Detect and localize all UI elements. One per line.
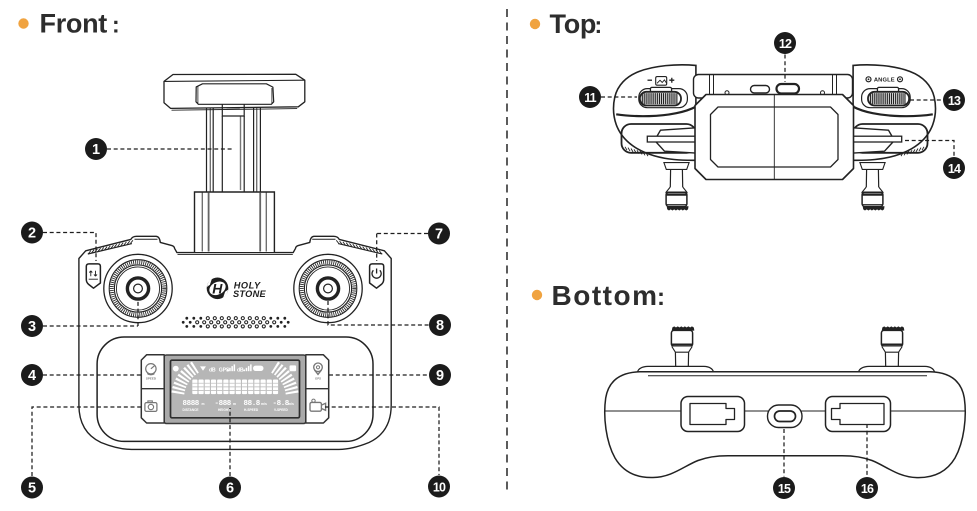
svg-text:H-SPEED: H-SPEED: [244, 408, 259, 412]
svg-text:m: m: [202, 402, 205, 406]
svg-text:88.8: 88.8: [244, 400, 261, 408]
svg-text:10: 10: [433, 480, 446, 494]
svg-text:m: m: [233, 402, 236, 406]
svg-text:m/s: m/s: [288, 402, 294, 406]
svg-text:DISTANCE: DISTANCE: [183, 408, 199, 412]
svg-text:7: 7: [435, 227, 443, 243]
svg-text:GPS: GPS: [219, 367, 230, 373]
svg-text:GPS: GPS: [315, 377, 321, 381]
svg-text:HEIGHT: HEIGHT: [218, 408, 230, 412]
svg-text:3: 3: [28, 319, 36, 335]
svg-text:Bottom: Bottom: [552, 280, 659, 311]
svg-text:H: H: [212, 281, 223, 297]
svg-text:dB: dB: [209, 367, 216, 373]
svg-text:V-SPEED: V-SPEED: [274, 408, 289, 412]
svg-text:8: 8: [436, 318, 444, 334]
svg-text::: :: [657, 284, 665, 311]
svg-text:1: 1: [92, 142, 100, 158]
svg-text:15: 15: [778, 482, 791, 496]
svg-text:-888: -888: [215, 400, 232, 408]
svg-text:13: 13: [948, 94, 961, 108]
svg-text:m/s: m/s: [261, 402, 267, 406]
svg-text:4: 4: [28, 368, 36, 384]
svg-text:SPEED: SPEED: [146, 377, 157, 381]
svg-text:11: 11: [584, 91, 596, 105]
svg-text:6: 6: [226, 481, 234, 497]
svg-text:dB: dB: [237, 367, 244, 373]
svg-text:12: 12: [779, 37, 792, 51]
svg-text::: :: [112, 12, 120, 38]
svg-text:9: 9: [436, 368, 444, 384]
svg-text:HOLY: HOLY: [234, 281, 261, 291]
svg-text:14: 14: [948, 162, 961, 176]
svg-text:Top: Top: [550, 9, 597, 39]
svg-text:-8.8: -8.8: [273, 400, 290, 408]
svg-text:Front: Front: [40, 9, 108, 39]
svg-text:16: 16: [861, 482, 874, 496]
svg-text:2: 2: [28, 226, 36, 242]
svg-text:STONE: STONE: [233, 289, 267, 299]
svg-text:ANGLE: ANGLE: [874, 78, 895, 84]
svg-text:8888: 8888: [183, 400, 200, 408]
svg-text::: :: [595, 12, 603, 38]
svg-text:5: 5: [28, 481, 36, 497]
